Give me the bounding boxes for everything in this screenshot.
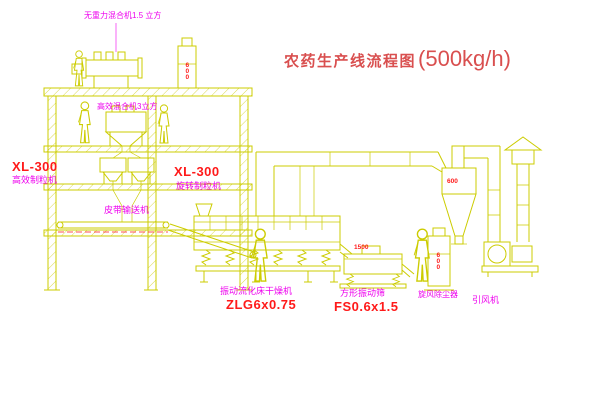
label-granulator-right-name: 旋转制粒机 [176, 181, 222, 191]
duct-to-fan [464, 145, 501, 242]
gravity-mixer [71, 23, 143, 88]
label-screen-model: FS0.6x1.5 [334, 299, 399, 314]
annotation-elevator-right: 600 [434, 252, 442, 270]
annotation-cyclone-dim: 600 [447, 178, 458, 185]
title-text: 农药生产线流程图 [284, 53, 417, 70]
granulator-right [127, 157, 155, 184]
fluid-bed-dryer [193, 203, 353, 283]
label-granulator-right-model: XL-300 [174, 164, 220, 179]
bucket-elevator-right [424, 227, 454, 291]
label-gravity-mixer: 无重力混合机1.5 立方 [84, 11, 162, 20]
operator-figure [157, 104, 170, 144]
label-dryer-model: ZLG6x0.75 [226, 297, 297, 312]
label-granulator-left-name: 高效制粒机 [12, 175, 58, 185]
operator-figure [413, 228, 430, 282]
cyclone-separator [441, 145, 477, 245]
operator-figure [251, 228, 268, 282]
label-screen-name: 方形振动筛 [340, 288, 386, 298]
title-capacity: (500kg/h) [418, 46, 511, 71]
label-belt-conveyor: 皮带输送机 [104, 205, 150, 215]
label-dryer-name: 振动流化床干燥机 [220, 286, 293, 296]
label-high-eff-mixer: 高效混合机3立方 [97, 102, 158, 111]
belt-conveyor [56, 221, 170, 233]
label-fan-name: 引风机 [472, 295, 500, 305]
high-efficiency-mixer [104, 105, 148, 159]
duct-main [255, 151, 447, 216]
annotation-elevator-top: 600 [183, 62, 191, 80]
operator-figure [77, 101, 91, 144]
granulator-left [99, 157, 127, 184]
bucket-elevator-top [177, 37, 197, 89]
induced-draft-fan [481, 241, 539, 277]
drawing-title: 农药生产线流程图 (500kg/h) [284, 46, 511, 72]
exhaust-stack [503, 136, 543, 242]
label-cyclone-name: 旋风除尘器 [418, 290, 458, 299]
label-granulator-left-model: XL-300 [12, 159, 58, 174]
building-structure [43, 87, 253, 291]
discharge-pipes [112, 181, 142, 222]
annotation-screen-dim: 1500 [354, 244, 369, 251]
vibrating-screen [339, 245, 415, 289]
